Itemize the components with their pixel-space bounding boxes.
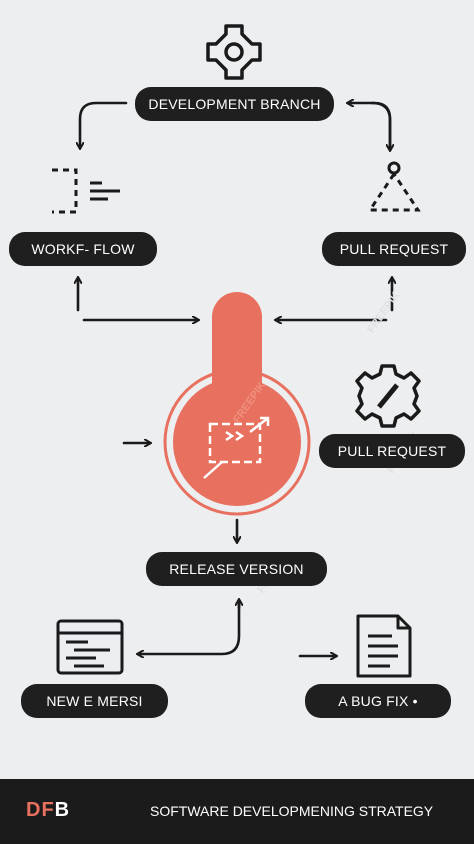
flow-icon (52, 168, 120, 214)
triangle-nodes-icon (367, 161, 421, 212)
document-icon (356, 614, 412, 678)
node-pull-request-mid[interactable]: PULL REQUEST (319, 434, 465, 468)
arrow-dev-to-pullrequest (370, 101, 390, 150)
svg-text:FREEPIK: FREEPIK (365, 290, 402, 336)
logo-part-2: B (54, 799, 71, 821)
node-development-branch[interactable]: DEVELOPMENT BRANCH (135, 87, 334, 121)
code-window-icon (56, 619, 124, 675)
gear-wrench-icon (355, 364, 421, 428)
footer-bar: DFB SOFTWARE DEVELOPMENING STRATEGY (0, 779, 474, 844)
release-gauge (163, 292, 311, 516)
node-workflow[interactable]: WORKF- FLOW (9, 232, 157, 266)
node-release-version[interactable]: RELEASE VERSION (146, 552, 327, 586)
logo-part-1: DF (26, 799, 55, 821)
brand-logo: DFB (26, 799, 70, 822)
arrow-release-to-new (138, 602, 241, 654)
arrow-dev-to-workflow (80, 101, 128, 148)
arrow-pullrequest-to-dev (348, 103, 392, 150)
merge-icon (203, 416, 270, 479)
gear-icon (206, 24, 262, 80)
footer-title: SOFTWARE DEVELOPMENING STRATEGY (150, 803, 434, 819)
connectors (78, 103, 392, 656)
node-new-version[interactable]: NEW E MERSI (21, 684, 168, 718)
node-bug-fix[interactable]: A BUG FIX • (305, 684, 451, 718)
node-pull-request-top[interactable]: PULL REQUEST (322, 232, 466, 266)
